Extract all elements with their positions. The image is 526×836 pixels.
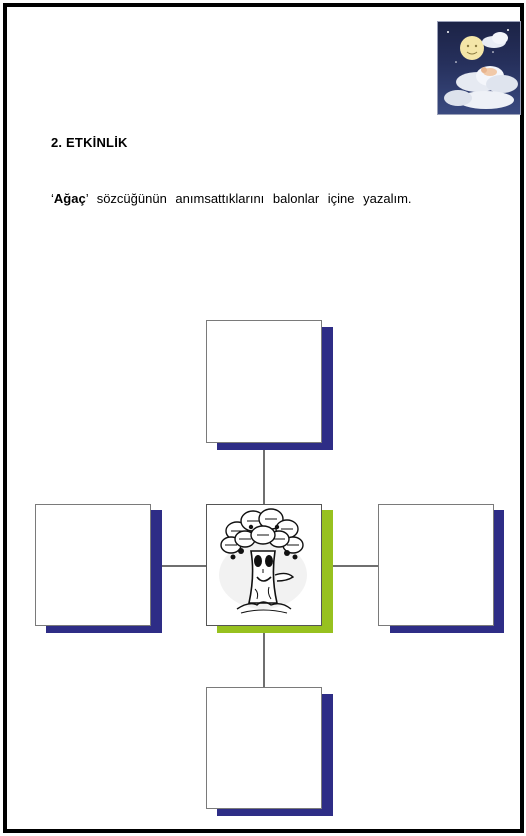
moon-clouds-image bbox=[437, 21, 521, 115]
connector-top bbox=[263, 449, 265, 505]
connector-left bbox=[161, 565, 207, 567]
bottom-answer-balloon[interactable] bbox=[206, 687, 322, 809]
tree-illustration bbox=[219, 508, 307, 614]
connector-bottom bbox=[263, 631, 265, 688]
right-answer-balloon[interactable] bbox=[378, 504, 494, 626]
close-quote: ’ bbox=[85, 191, 89, 206]
top-answer-balloon[interactable] bbox=[206, 320, 322, 443]
activity-heading: 2. ETKİNLİK bbox=[51, 135, 128, 150]
center-tree-box bbox=[206, 504, 322, 626]
left-answer-balloon[interactable] bbox=[35, 504, 151, 626]
activity-instruction: ‘Ağaç’ sözcüğünün anımsattıklarını balon… bbox=[51, 191, 412, 206]
open-quote: ‘ bbox=[51, 191, 54, 206]
instruction-text: sözcüğünün anımsattıklarını balonlar içi… bbox=[88, 191, 412, 206]
keyword: Ağaç bbox=[53, 191, 86, 206]
connector-right bbox=[332, 565, 379, 567]
